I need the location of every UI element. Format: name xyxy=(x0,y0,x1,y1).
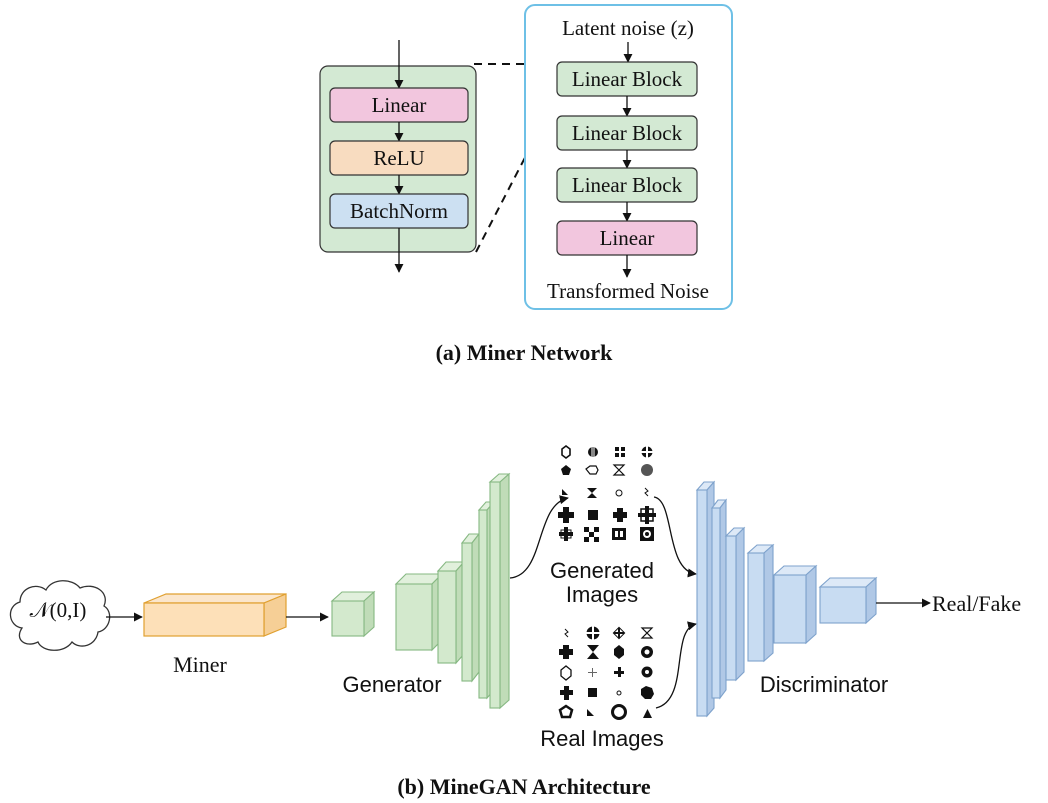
panel-b-minegan: 𝒩(0,I) Miner xyxy=(9,445,1021,799)
generator-network xyxy=(330,472,511,710)
linear-block-1-label: Linear Block xyxy=(572,67,683,91)
miner-box xyxy=(143,593,287,637)
hexagon-icon xyxy=(561,445,571,459)
images-to-disc-arrow-top xyxy=(653,496,697,578)
dot-small-icon xyxy=(616,690,622,696)
pinwheel-icon xyxy=(638,506,656,524)
triangle-small-icon xyxy=(587,709,594,716)
ring-gear-icon xyxy=(641,646,653,658)
hourglass-solid-icon xyxy=(587,645,599,659)
star-icon xyxy=(612,626,626,640)
triangle-icon xyxy=(643,709,652,718)
layer-batchnorm-label: BatchNorm xyxy=(350,199,448,223)
caption-a: (a) Miner Network xyxy=(436,340,614,365)
real-to-disc-arrow xyxy=(655,621,697,709)
panel-a-miner-network: Linear ReLU BatchNorm Latent noise (z) L… xyxy=(319,4,733,365)
linear-block-3-label: Linear Block xyxy=(572,173,683,197)
miner-label: Miner xyxy=(173,652,227,677)
discriminator-network xyxy=(695,480,878,718)
zoom-line-bottom xyxy=(475,93,559,253)
plus-bold-icon xyxy=(558,507,574,523)
generated-images-label-2: Images xyxy=(566,582,638,607)
circle-grid-icon xyxy=(641,446,653,458)
real-images-label: Real Images xyxy=(540,726,664,751)
square-solid-icon xyxy=(588,688,597,697)
real-fake-label: Real/Fake xyxy=(932,591,1021,616)
square-solid-icon xyxy=(588,510,598,520)
squiggle-icon xyxy=(564,628,569,638)
discriminator-label: Discriminator xyxy=(760,672,888,697)
hourglass-icon xyxy=(612,464,626,476)
plus-bold-icon xyxy=(560,686,573,700)
dots-cluster-icon xyxy=(584,527,599,542)
latent-noise-label: Latent noise (z) xyxy=(562,16,694,40)
triangle-small-icon xyxy=(562,489,568,495)
gen-to-images-arrow xyxy=(509,495,569,579)
pentagon-icon xyxy=(561,465,571,475)
grid-box-icon xyxy=(612,528,626,540)
hourglass-solid-icon xyxy=(587,488,597,498)
blurred-disc-icon xyxy=(641,464,653,476)
final-linear-label: Linear xyxy=(600,226,655,250)
cross-hatch-icon xyxy=(559,527,573,541)
squiggle-icon xyxy=(644,487,649,497)
plus-thin-icon xyxy=(588,668,597,677)
hexagon-outline-icon xyxy=(585,465,599,475)
transformed-noise-label: Transformed Noise xyxy=(547,279,709,303)
noise-cloud xyxy=(9,580,111,651)
caption-b: (b) MineGAN Architecture xyxy=(397,774,651,799)
cross-small-icon xyxy=(614,667,624,677)
generator-label: Generator xyxy=(342,672,441,697)
layer-linear-label: Linear xyxy=(372,93,427,117)
pentagon-outline-icon xyxy=(558,704,574,719)
ring-small-icon xyxy=(615,489,623,497)
hexagon-outline-icon xyxy=(560,665,572,681)
square-grid-icon xyxy=(615,447,625,457)
gear-icon xyxy=(641,666,653,678)
circle-grid-icon xyxy=(586,626,600,640)
heptagon-icon xyxy=(641,686,654,699)
plus-bold-icon xyxy=(559,645,573,659)
hourglass-icon xyxy=(640,627,654,639)
generated-images-label-1: Generated xyxy=(550,558,654,583)
cross-gear-icon xyxy=(588,445,598,459)
generated-images-grid xyxy=(558,445,656,542)
linear-block-2-label: Linear Block xyxy=(572,121,683,145)
real-images-grid xyxy=(558,626,654,720)
noise-label: 𝒩(0,I) xyxy=(30,598,87,622)
ring-large-icon xyxy=(611,704,627,720)
plus-solid-icon xyxy=(613,508,627,522)
hexagon-solid-icon xyxy=(614,645,624,659)
target-box-icon xyxy=(640,527,654,541)
layer-relu-label: ReLU xyxy=(373,146,424,170)
